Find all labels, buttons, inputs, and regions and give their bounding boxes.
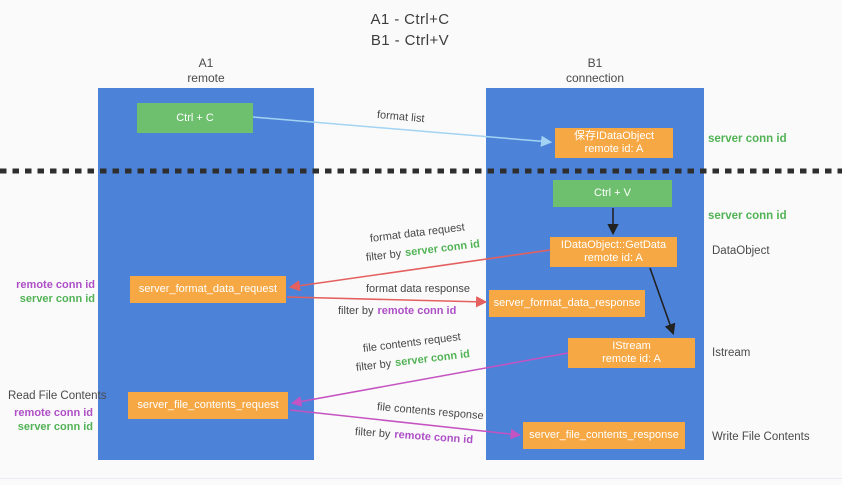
title-line-1: A1 - Ctrl+C [370,11,450,28]
node-istream-line1: IStream [612,340,651,352]
node-idataobject-getdata: IDataObject::GetData remote id: A [550,237,677,267]
column-a1-subtitle: remote [187,71,225,85]
annotation-server-conn-id-mid: server conn id [708,210,787,222]
filter-by-text: filter by [365,247,402,264]
node-idataobject-getdata-line1: IDataObject::GetData [560,239,667,251]
node-save-idataobject: 保存IDataObject remote id: A [555,128,673,158]
filter-by-text: filter by [354,426,391,441]
node-istream-line2: remote id: A [602,353,661,365]
column-header-b1: B1 connection [486,56,704,86]
node-server-file-contents-response: server_file_contents_response [523,422,685,449]
annotation-server-conn-id: server conn id [19,293,95,305]
remote-conn-id-text: remote conn id [377,305,457,317]
node-save-idataobject-line2: remote id: A [584,143,644,155]
annotation-write-file-contents: Write File Contents [712,431,810,443]
node-save-idataobject-line1: 保存IDataObject [573,130,655,142]
node-server-format-data-response: server_format_data_response [489,290,645,317]
node-istream: IStream remote id: A [568,338,695,368]
annotation-dataobject: DataObject [712,245,770,257]
label-file-contents-response: file contents response [376,401,485,423]
annotation-remote-conn-id: remote conn id [14,407,93,419]
node-server-format-data-request: server_format_data_request [130,276,286,303]
annotation-conn-ids-file: remote conn id server conn id [0,406,93,434]
server-conn-id-text: server conn id [404,238,481,260]
node-ctrl-c: Ctrl + C [137,103,253,133]
diagram-title: A1 - Ctrl+C B1 - Ctrl+V [0,9,820,51]
column-a1-name: A1 [198,56,214,70]
column-header-a1: A1 remote [98,56,314,86]
bottom-hairline [0,478,842,479]
annotation-server-conn-id-top: server conn id [708,133,787,145]
annotation-read-file-contents: Read File Contents [8,390,107,402]
annotation-conn-ids-format: remote conn id server conn id [0,278,95,306]
node-ctrl-v: Ctrl + V [553,180,672,207]
annotation-remote-conn-id: remote conn id [16,279,95,291]
column-b1-subtitle: connection [565,71,625,85]
filter-by-text: filter by [355,357,392,374]
annotation-istream: Istream [712,347,751,359]
label-format-list: format list [376,109,426,126]
remote-conn-id-text: remote conn id [393,428,474,447]
filter-by-text: filter by [338,305,374,317]
server-conn-id-text: server conn id [394,348,471,370]
node-idataobject-getdata-line2: remote id: A [584,252,643,264]
annotation-server-conn-id: server conn id [17,421,93,433]
node-server-file-contents-request: server_file_contents_request [128,392,288,419]
arrow-format-data-response [286,296,488,308]
title-line-2: B1 - Ctrl+V [370,32,450,49]
column-b1-name: B1 [587,56,603,70]
label-format-data-response: format data response [366,283,470,295]
